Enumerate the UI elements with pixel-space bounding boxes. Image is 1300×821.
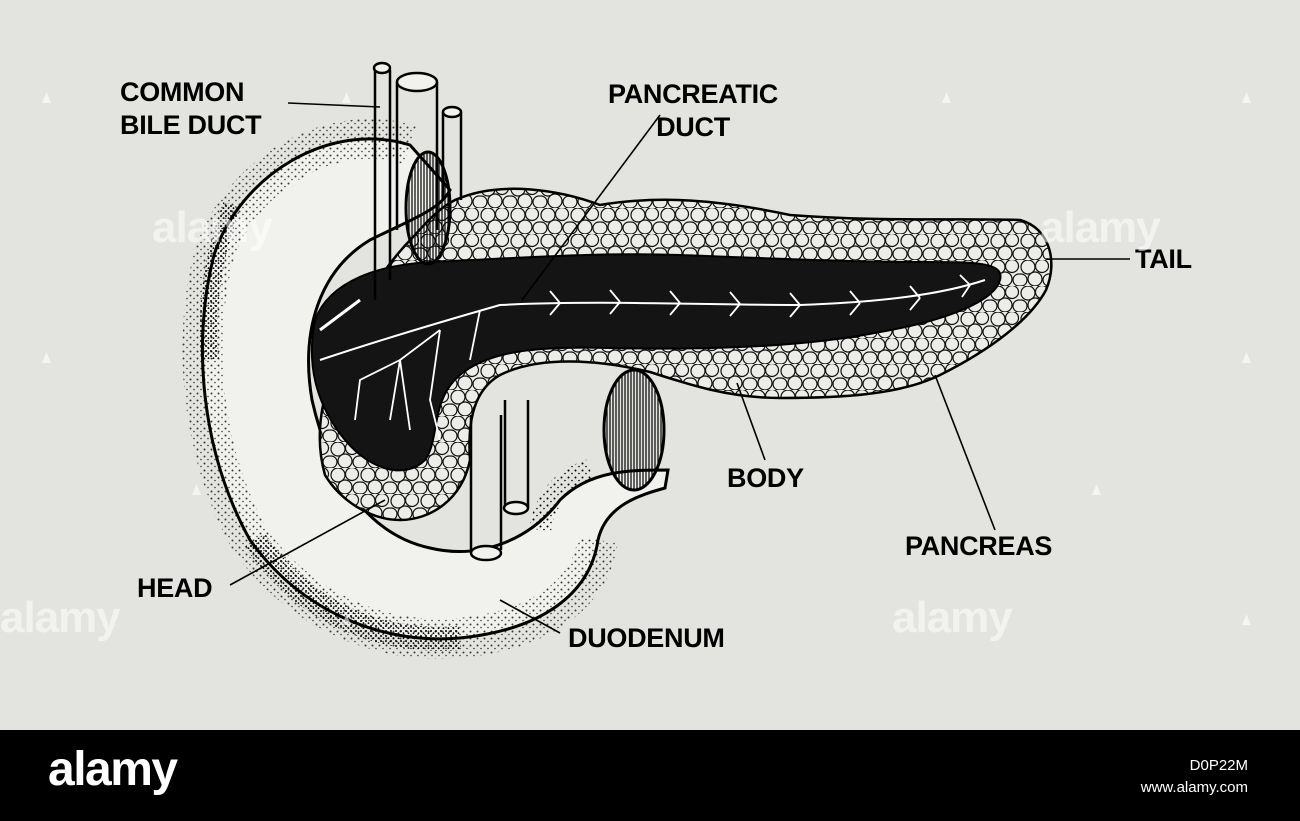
duodenum: [182, 118, 670, 659]
watermark-mark: [42, 92, 51, 103]
lower-vessels: [469, 368, 666, 562]
watermark-mark: [1242, 614, 1251, 625]
label-head: HEAD: [137, 573, 213, 603]
watermark-mark: [42, 352, 51, 363]
label-duodenum: DUODENUM: [568, 623, 725, 653]
footer-url[interactable]: www.alamy.com: [1140, 779, 1248, 796]
leader-pancreatic-duct: [521, 114, 661, 301]
label-pancreatic-duct: PANCREATIC DUCT: [608, 78, 778, 144]
leader-common-bile-duct: [287, 102, 381, 108]
label-body: BODY: [727, 463, 804, 493]
watermark-mark: [342, 614, 351, 625]
watermark-mark: [342, 92, 351, 103]
label-common-bile-duct-line1: COMMON: [120, 77, 245, 107]
label-pancreatic-duct-line2: DUCT: [656, 112, 730, 142]
label-common-bile-duct: COMMON BILE DUCT: [120, 76, 262, 142]
watermark-mark: [1242, 92, 1251, 103]
watermark-mark: [1092, 484, 1101, 495]
leader-lines: [229, 102, 1130, 634]
watermark-4: alamy: [892, 593, 1013, 642]
leader-pancreas: [934, 374, 996, 531]
watermark-3: alamy: [0, 593, 121, 642]
alamy-logo[interactable]: alamy: [48, 743, 178, 796]
label-tail: TAIL: [1135, 244, 1192, 274]
bile-duct-vessels: [319, 61, 463, 332]
label-common-bile-duct-line2: BILE DUCT: [120, 110, 262, 140]
label-pancreatic-duct-line1: PANCREATIC: [608, 79, 778, 109]
leader-duodenum: [499, 599, 561, 634]
leader-body: [736, 382, 766, 461]
footer-bar: alamy D0P22M www.alamy.com: [0, 730, 1300, 821]
illustration-canvas: COMMON BILE DUCT PANCREATIC DUCT TAIL BO…: [0, 61, 1251, 659]
pancreatic-duct: [310, 253, 1002, 472]
watermark-mark: [192, 484, 201, 495]
image-id: D0P22M: [1189, 757, 1248, 774]
pancreas-diagram: [182, 61, 1130, 659]
watermark-mark: [942, 92, 951, 103]
watermark-1: alamy: [152, 203, 273, 252]
watermark-2: alamy: [1040, 203, 1161, 252]
watermark-mark: [1242, 352, 1251, 363]
leader-head: [229, 499, 386, 586]
label-pancreas: PANCREAS: [905, 531, 1053, 561]
